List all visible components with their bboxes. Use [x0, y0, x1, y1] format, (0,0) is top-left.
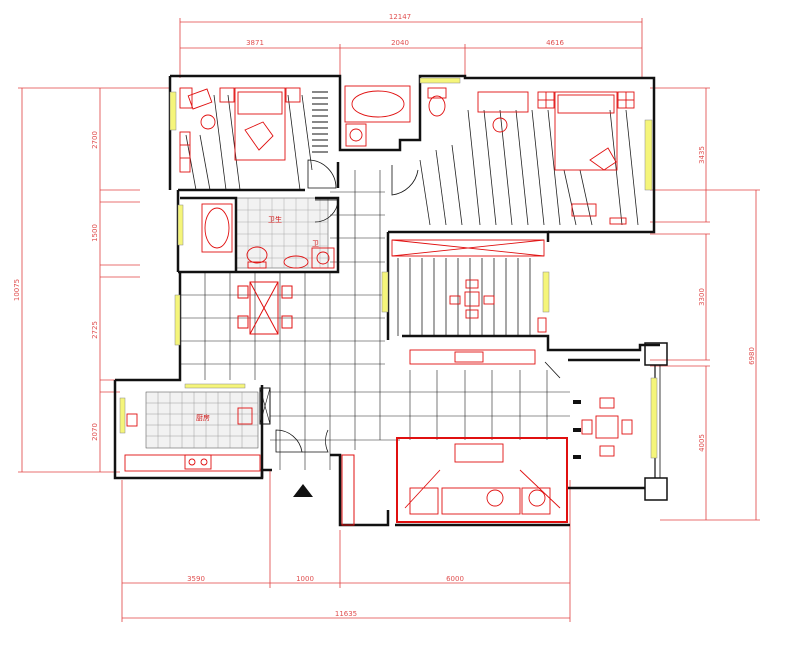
dim-top-total: 12147 — [389, 13, 411, 21]
balcony-post-bottom — [644, 477, 668, 501]
tiled-floor — [180, 170, 570, 470]
wood-floor-bedroom-2 — [419, 109, 639, 226]
wood-floor-study — [397, 258, 531, 336]
balcony-post-top — [644, 342, 668, 366]
dim-left-2: 1500 — [91, 224, 99, 242]
doors — [275, 159, 561, 453]
dim-left-total: 10075 — [13, 279, 21, 301]
bedroom-2-furniture — [477, 91, 635, 225]
dim-bottom-2: 1000 — [296, 575, 314, 583]
closet-hangers — [312, 91, 328, 153]
dim-bottom-3: 6000 — [446, 575, 464, 583]
dim-right-total: 6980 — [748, 347, 756, 365]
dim-top-3: 4616 — [546, 39, 564, 47]
bedroom-1-furniture — [179, 87, 301, 173]
windows — [119, 77, 658, 459]
dim-bottom-1: 3590 — [187, 575, 205, 583]
dining-table — [237, 281, 293, 335]
middle-bathroom-fixtures — [201, 203, 335, 269]
bathroom-tile-floor — [235, 197, 329, 269]
kitchen-tile-floor — [145, 391, 259, 449]
dim-left-4: 2070 — [91, 423, 99, 441]
study-furniture — [391, 239, 547, 365]
dim-top-2: 2040 — [391, 39, 409, 47]
bath-sign-1: 卫生 — [268, 215, 282, 224]
living-room-furniture — [396, 437, 568, 523]
dim-right-3: 4005 — [698, 434, 706, 452]
dimension-lines — [18, 18, 760, 622]
kitchen-sign: 厨房 — [196, 413, 210, 422]
dim-left-1: 2700 — [91, 131, 99, 149]
dimension-texts: 12147 3871 2040 4616 10075 2700 1500 272… — [13, 13, 756, 618]
wood-floor-bedroom-1 — [185, 94, 313, 191]
kitchen-fixtures — [124, 407, 261, 472]
dim-left-3: 2725 — [91, 321, 99, 339]
balcony-furniture — [581, 397, 633, 457]
dim-right-1: 3435 — [698, 146, 706, 164]
bath-sign-2: 卫 — [312, 240, 319, 248]
shoe-cabinet — [341, 454, 355, 526]
top-bathroom-fixtures — [344, 85, 447, 147]
entrance-arrow-icon — [293, 484, 313, 497]
dim-right-2: 3300 — [698, 288, 706, 306]
dim-top-1: 3871 — [246, 39, 264, 47]
dim-bottom-total: 11635 — [335, 610, 357, 618]
fridge — [259, 387, 271, 425]
